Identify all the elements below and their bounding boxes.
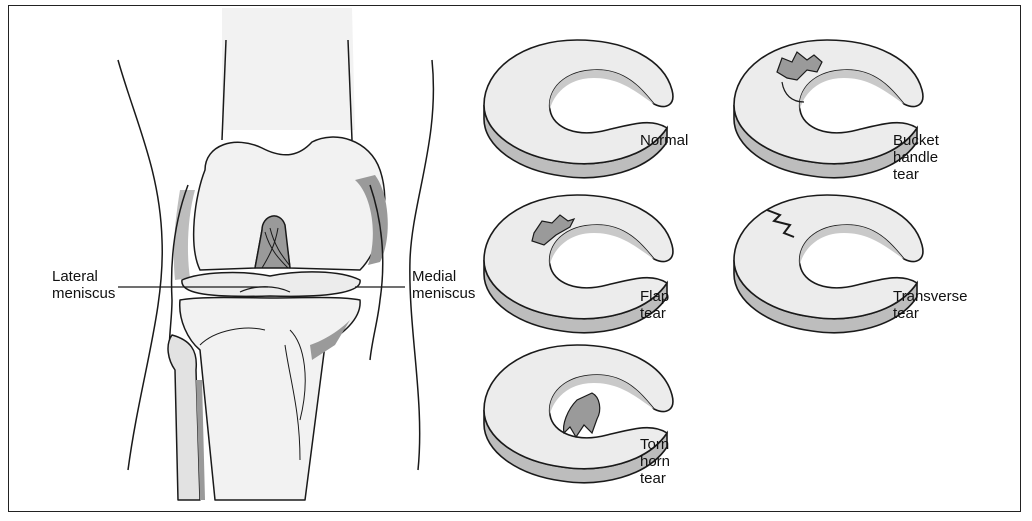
tear-label-flap: Flap tear — [640, 288, 670, 322]
tear-label-transverse: Transverse tear — [893, 288, 968, 322]
medial-meniscus-label: Medial meniscus — [412, 268, 476, 302]
tear-label-bucket-handle: Bucket handle tear — [893, 132, 939, 183]
meniscus-transverse-tear — [733, 194, 924, 334]
meniscus-torn-horn-tear — [483, 344, 674, 484]
knee-drawing — [117, 8, 435, 501]
tear-label-torn-horn: Torn horn tear — [640, 436, 671, 487]
meniscus-normal — [483, 39, 674, 179]
meniscus-bucket-handle-tear — [733, 39, 924, 179]
figure-frame — [8, 5, 1021, 512]
lateral-meniscus-label: Lateral meniscus — [52, 268, 116, 302]
meniscus-flap-tear — [483, 194, 674, 334]
tear-label-normal: Normal — [640, 132, 689, 149]
